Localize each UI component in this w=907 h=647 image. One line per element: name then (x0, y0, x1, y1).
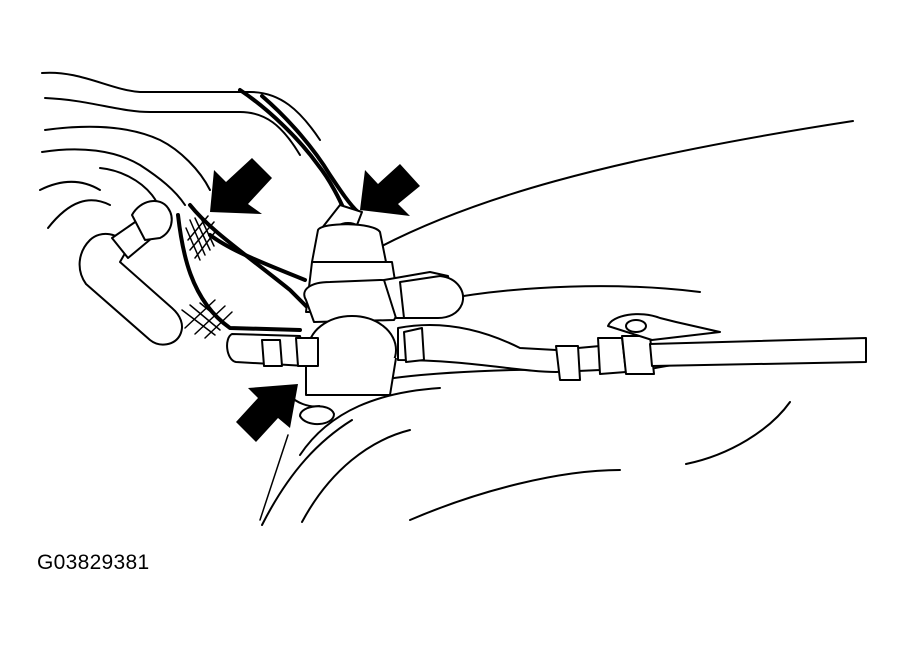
figure-id-label: G03829381 (37, 551, 150, 574)
arrow-upper-left (210, 158, 272, 214)
valve-body (289, 223, 464, 425)
upper-pipes (39, 71, 321, 233)
arrow-upper-right (360, 164, 420, 216)
right-hose (397, 313, 867, 381)
arrow-lower-left (236, 384, 298, 442)
mesh-wrap (181, 215, 233, 339)
lower-left-hose (226, 333, 319, 367)
left-bent-hose (78, 199, 183, 346)
